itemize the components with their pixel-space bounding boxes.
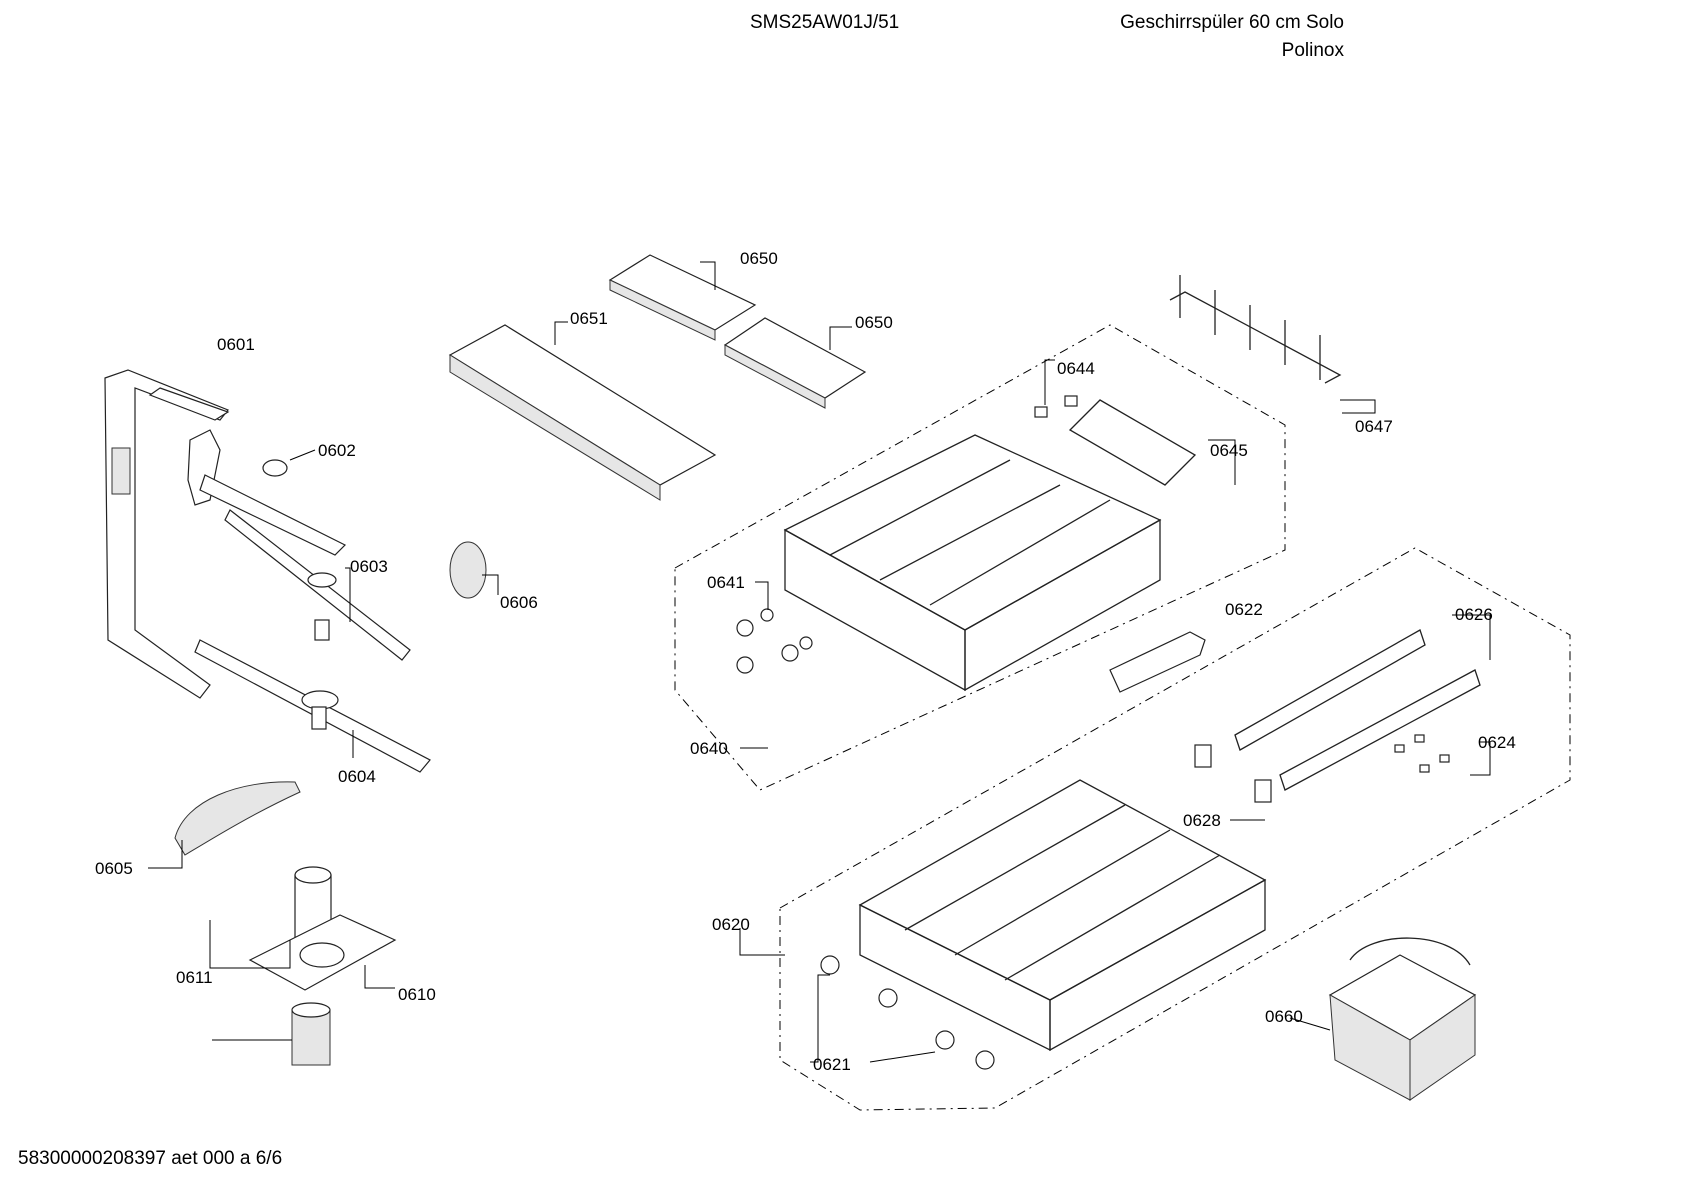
part-label-0647: 0647 <box>1355 417 1393 436</box>
lower-basket-0620 <box>858 779 1267 1052</box>
part-label-0603: 0603 <box>350 557 388 576</box>
tine-row-0647 <box>1169 275 1342 384</box>
part-label-0604: 0604 <box>338 767 376 786</box>
part-label-0641: 0641 <box>707 573 745 592</box>
part-label-0622: 0622 <box>1225 600 1263 619</box>
part-label-0621: 0621 <box>813 1055 851 1074</box>
part-label-0626: 0626 <box>1455 605 1493 624</box>
upper-basket-outline <box>674 324 1286 791</box>
part-label-0601: 0601 <box>217 335 255 354</box>
clips-0644 <box>1034 395 1078 418</box>
part-label-0645: 0645 <box>1210 441 1248 460</box>
part-label-0651: 0651 <box>570 309 608 328</box>
model-number: SMS25AW01J/51 <box>750 12 900 33</box>
leader-lines <box>148 261 1491 1063</box>
clips-0628 <box>1194 744 1272 803</box>
spray-pipe-0601 <box>104 369 230 699</box>
cup-rack-0645 <box>1068 399 1197 486</box>
part-label-0602: 0602 <box>318 441 356 460</box>
disc-0606 <box>449 541 487 599</box>
upper-spray-arm-0603 <box>187 429 411 661</box>
part-label-0644: 0644 <box>1057 359 1095 378</box>
diagram-title: Geschirrspüler 60 cm Solo <box>1120 12 1344 33</box>
tine-rows-0626 <box>1234 629 1481 791</box>
part-label-0640: 0640 <box>690 739 728 758</box>
wheels-0641 <box>736 608 813 674</box>
part-label-0606: 0606 <box>500 593 538 612</box>
document-footer: 58300000208397 aet 000 a 6/6 <box>18 1148 283 1169</box>
lower-spray-arm-0604 <box>194 639 431 773</box>
filter-cover-0605 <box>174 781 301 856</box>
filter-assembly-0610 <box>248 866 397 1066</box>
part-label-0624: 0624 <box>1478 733 1516 752</box>
upper-basket-0640 <box>783 434 1162 692</box>
rack-insert-0650-top <box>608 254 757 341</box>
lower-basket-outline <box>779 547 1571 1111</box>
diagram-subtitle: Polinox <box>1281 40 1344 61</box>
part-label-0605: 0605 <box>95 859 133 878</box>
part-label-0660: 0660 <box>1265 1007 1303 1026</box>
cutlery-basket-0660 <box>1328 937 1477 1101</box>
wheels-0621 <box>820 955 995 1070</box>
holder-0622 <box>1109 631 1206 693</box>
part-label-0650-top: 0650 <box>740 249 778 268</box>
part-label-0611: 0611 <box>176 968 213 987</box>
cutlery-tray-0651 <box>448 324 717 501</box>
rack-insert-0650-middle <box>723 317 867 409</box>
part-label-0610: 0610 <box>398 985 436 1004</box>
clips-0624 <box>1394 734 1450 773</box>
part-label-0620: 0620 <box>712 915 750 934</box>
part-label-0650-middle: 0650 <box>855 313 893 332</box>
part-label-0628: 0628 <box>1183 811 1221 830</box>
